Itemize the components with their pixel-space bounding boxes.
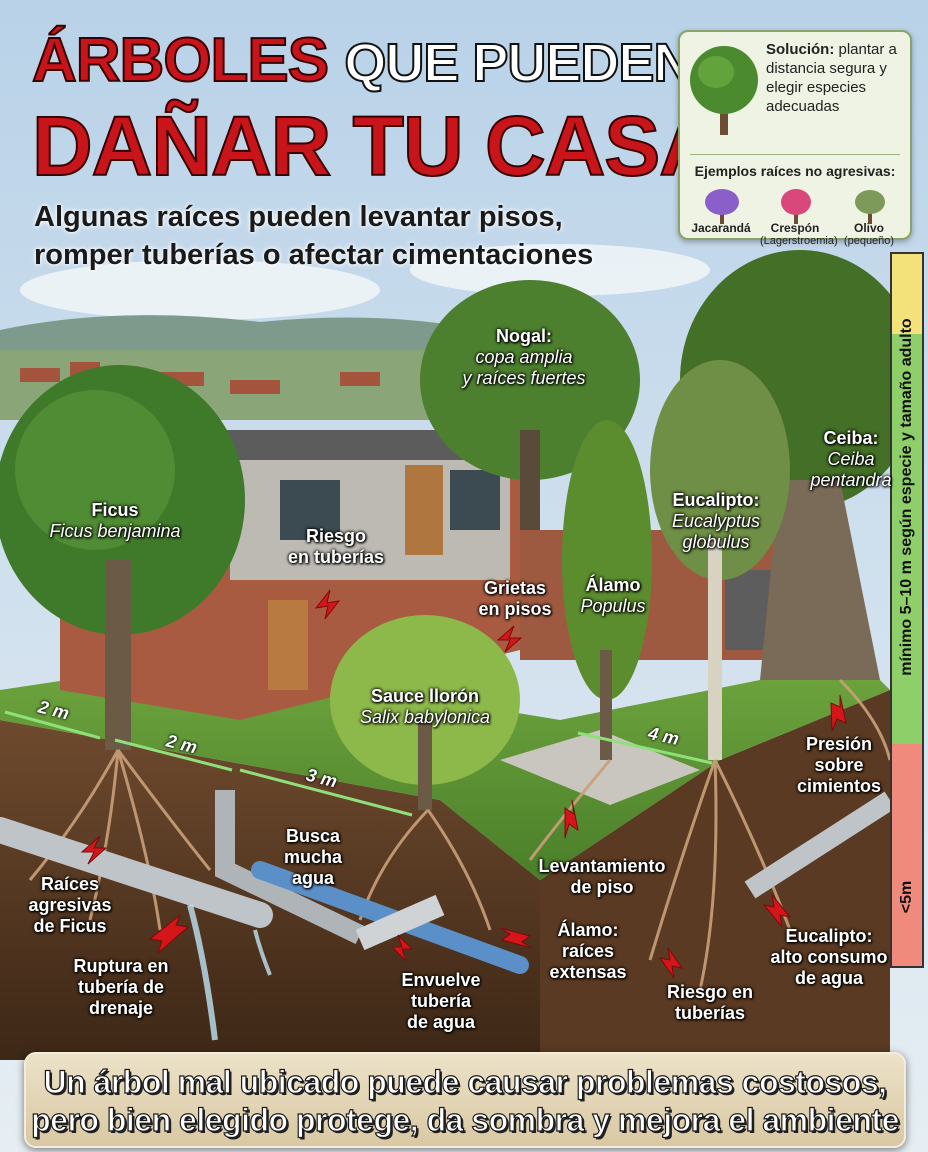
label-line: Envuelve — [401, 970, 481, 990]
title-line-2: DAÑAR TU CASA — [31, 99, 721, 193]
label-line: alto consumo — [770, 947, 888, 967]
example-name: Crespón — [770, 221, 820, 235]
label-alamo-raices: Álamo: raíces extensas — [540, 920, 636, 983]
label-eucalipto-agua: Eucalipto: alto consumo de agua — [766, 926, 892, 989]
tree-desc: y raíces fuertes — [462, 368, 586, 388]
label-line: Grietas — [483, 578, 547, 598]
solution-label: Solución: — [766, 41, 835, 58]
title-red-word: ÁRBOLES — [31, 26, 330, 95]
scale-segment-yellow — [892, 254, 922, 334]
tree-scientific: Ceiba — [827, 449, 875, 469]
example-olivo: Olivo (pequeño) — [834, 184, 904, 248]
solution-box: Solución: plantar a distancia segura y e… — [678, 30, 912, 247]
label-line: mucha — [283, 847, 343, 867]
label-grietas: Grietas en pisos — [470, 578, 560, 620]
label-sauce: Sauce llorón Salix babylonica — [350, 686, 500, 728]
label-line: sobre — [814, 755, 864, 775]
label-line: Riesgo — [305, 526, 366, 546]
subtitle: Algunas raíces pueden levantar pisos, ro… — [34, 198, 674, 274]
label-line: de piso — [570, 877, 634, 897]
label-line: de Ficus — [33, 916, 107, 936]
label-line: Álamo: — [557, 920, 619, 940]
scale-segment-green — [892, 334, 922, 744]
label-line: en pisos — [478, 599, 552, 619]
label-line: Raíces — [40, 874, 100, 894]
tree-scientific: globulus — [682, 532, 750, 552]
example-jacaranda: Jacarandá — [686, 184, 756, 235]
label-riesgo-tuberias-top: Riesgo en tuberías — [280, 526, 392, 568]
scale-segment-red — [892, 744, 922, 966]
label-line: Ruptura en — [73, 956, 169, 976]
label-ficus: Ficus Ficus benjamina — [40, 500, 190, 542]
label-line: Busca — [285, 826, 341, 846]
example-name: Jacarandá — [691, 221, 751, 235]
tree-scientific: Ficus benjamina — [49, 521, 181, 541]
label-line: tuberías — [674, 1003, 746, 1023]
label-busca-agua: Busca mucha agua — [270, 826, 356, 889]
tree-scientific: pentandra — [810, 470, 892, 490]
footer-banner: Un árbol mal ubicado puede causar proble… — [24, 1052, 906, 1148]
footer-line-2: pero bien elegido protege, da sombra y m… — [31, 1101, 900, 1138]
label-line: Riesgo en — [666, 982, 754, 1002]
label-line: cimientos — [796, 776, 882, 796]
olive-tree-icon — [855, 190, 885, 224]
solution-description: plantar a distancia segura y elegir espe… — [766, 41, 897, 115]
subtitle-line-1: Algunas raíces pueden levantar pisos, — [34, 201, 563, 233]
label-raices-ficus: Raíces agresivas de Ficus — [22, 874, 118, 937]
label-line: raíces — [561, 941, 615, 961]
label-line: agua — [291, 868, 334, 888]
label-line: extensas — [549, 962, 627, 982]
label-line: Presión — [805, 734, 873, 754]
tree-name: Ficus — [91, 500, 139, 520]
label-eucalipto: Eucalipto: Eucalyptus globulus — [660, 490, 772, 553]
label-line: drenaje — [88, 998, 154, 1018]
scale-label-danger: <5m — [898, 880, 915, 914]
footer-line-1: Un árbol mal ubicado puede causar proble… — [43, 1063, 888, 1100]
label-ceiba: Ceiba: Ceiba pentandra — [806, 428, 896, 491]
example-note: (Lagerstroemia) — [760, 235, 838, 247]
label-line: Levantamiento — [538, 856, 666, 876]
label-line: de agua — [406, 1012, 476, 1032]
solution-text: Solución: plantar a distancia segura y e… — [766, 40, 906, 116]
tree-name: Álamo — [585, 575, 641, 595]
example-note: (pequeño) — [843, 235, 895, 247]
tree-scientific: Eucalyptus — [671, 511, 761, 531]
label-nogal: Nogal: copa amplia y raíces fuertes — [462, 326, 586, 389]
crespon-tree-icon — [781, 189, 811, 224]
tree-icon — [690, 46, 758, 135]
example-crespon: Crespón (Lagerstroemia) — [760, 184, 838, 248]
label-line: Eucalipto: — [785, 926, 873, 946]
distance-scale-bar: mínimo 5–10 m según especie y tamaño adu… — [890, 252, 924, 968]
label-envuelve-tuberia: Envuelve tubería de agua — [396, 970, 486, 1033]
examples-title: Ejemplos raíces no agresivas: — [694, 163, 896, 179]
label-line: agresivas — [28, 895, 112, 915]
label-line: de agua — [794, 968, 864, 988]
tree-scientific: Populus — [580, 596, 646, 616]
example-name: Olivo — [853, 221, 884, 235]
label-levantamiento-piso: Levantamiento de piso — [532, 856, 672, 898]
label-riesgo-tuberias-bottom: Riesgo en tuberías — [660, 982, 760, 1024]
jacaranda-tree-icon — [705, 189, 739, 224]
label-line: tubería — [410, 991, 471, 1011]
divider — [690, 154, 900, 155]
label-presion-cimientos: Presión sobre cimientos — [794, 734, 884, 797]
tree-name: Eucalipto: — [672, 490, 760, 510]
label-ruptura-drenaje: Ruptura en tubería de drenaje — [68, 956, 174, 1019]
subtitle-line-2: romper tuberías o afectar cimentaciones — [34, 239, 594, 271]
scale-label-safe: mínimo 5–10 m según especie y tamaño adu… — [898, 318, 915, 676]
label-line: en tuberías — [287, 547, 385, 567]
tree-scientific: Salix babylonica — [359, 707, 491, 727]
tree-name: Nogal: — [496, 326, 552, 346]
label-line: tubería de — [77, 977, 165, 997]
title-white-words: QUE PUEDEN — [343, 32, 693, 94]
tree-desc: copa amplia — [475, 347, 573, 367]
tree-name: Ceiba: — [823, 428, 879, 448]
tree-name: Sauce llorón — [370, 686, 480, 706]
title-line-1: ÁRBOLES QUE PUEDEN — [31, 29, 693, 95]
label-alamo: Álamo Populus — [568, 575, 658, 617]
